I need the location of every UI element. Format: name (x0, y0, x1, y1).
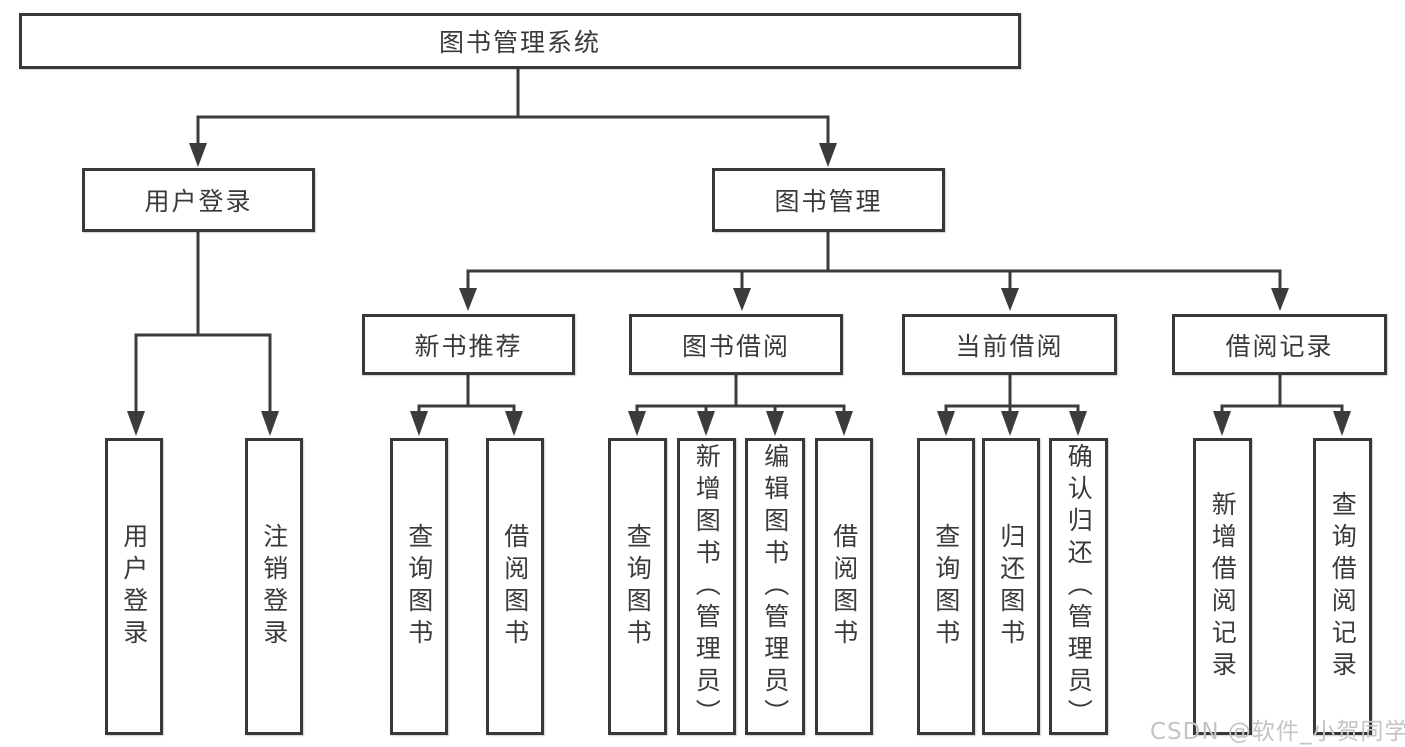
leaf-label: 借阅图书 (829, 522, 859, 651)
node-borrow-record: 借阅记录 (1172, 314, 1387, 375)
node-leaf-logout: 注销登录 (245, 438, 303, 735)
leaf-label: 归还图书 (996, 522, 1026, 651)
connector-borrow-record-rail (1220, 404, 1344, 411)
arrow-down-icon (819, 143, 837, 167)
arrow-down-icon (410, 411, 428, 436)
connector-level3-rail (466, 269, 1282, 288)
leaf-label: 用户登录 (119, 522, 149, 651)
node-leaf-add-borrow-record: 新增借阅记录 (1193, 438, 1252, 735)
csdn-watermark: CSDN @软件_小贺同学 (1150, 719, 1405, 745)
connector-user-login-rail (134, 333, 272, 411)
leaf-label: 查询借阅记录 (1328, 490, 1358, 683)
arrow-down-icon (628, 411, 646, 436)
node-book-management-branch: 图书管理 (712, 168, 945, 232)
arrow-down-icon (835, 411, 853, 436)
node-current-borrow: 当前借阅 (902, 314, 1117, 375)
arrow-down-icon (1213, 411, 1231, 436)
arrow-down-icon (505, 411, 523, 436)
node-leaf-borrow-books: 借阅图书 (815, 438, 873, 735)
arrow-down-icon (1271, 288, 1289, 311)
leaf-label: 新增借阅记录 (1208, 490, 1238, 683)
arrow-down-icon (127, 411, 145, 436)
node-leaf-query-books: 查询图书 (608, 438, 667, 735)
arrow-down-icon (766, 411, 784, 436)
node-leaf-query-borrow-record: 查询借阅记录 (1313, 438, 1372, 735)
connector-level2-rail (196, 115, 830, 143)
leaf-label: 注销登录 (259, 522, 289, 651)
node-leaf-edit-books-admin: 编辑图书（管理员） (745, 438, 805, 735)
leaf-label: 查询图书 (623, 522, 653, 651)
arrow-down-icon (1069, 411, 1087, 436)
node-user-login-branch: 用户登录 (82, 168, 315, 232)
node-leaf-query-books: 查询图书 (390, 438, 448, 735)
node-leaf-borrow-books: 借阅图书 (486, 438, 544, 735)
node-new-book-recommend: 新书推荐 (362, 314, 575, 375)
arrowheads (127, 143, 1351, 436)
leaf-label: 查询图书 (931, 522, 961, 651)
arrow-down-icon (261, 411, 279, 436)
arrow-down-icon (1333, 411, 1351, 436)
node-library-management-system: 图书管理系统 (19, 13, 1021, 69)
node-book-borrow: 图书借阅 (629, 314, 843, 375)
leaf-label: 借阅图书 (500, 522, 530, 651)
node-leaf-query-books: 查询图书 (917, 438, 975, 735)
node-leaf-user-login: 用户登录 (105, 438, 163, 735)
connector-book-borrow-rail (635, 404, 846, 411)
leaf-label: 查询图书 (404, 522, 434, 651)
arrow-down-icon (1001, 288, 1019, 311)
leaf-label: 确认归还（管理员） (1064, 442, 1094, 731)
node-leaf-confirm-return-admin: 确认归还（管理员） (1049, 438, 1108, 735)
arrow-down-icon (189, 143, 207, 167)
arrow-down-icon (459, 288, 477, 311)
arrow-down-icon (697, 411, 715, 436)
connector-current-borrow-rail (944, 404, 1080, 411)
node-leaf-add-books-admin: 新增图书（管理员） (677, 438, 736, 735)
leaf-label: 编辑图书（管理员） (760, 442, 790, 731)
leaf-label: 新增图书（管理员） (692, 442, 722, 731)
node-leaf-return-books: 归还图书 (982, 438, 1040, 735)
arrow-down-icon (733, 288, 751, 311)
arrow-down-icon (1001, 411, 1019, 436)
arrow-down-icon (937, 411, 955, 436)
connector-new-book-rail (417, 404, 516, 411)
